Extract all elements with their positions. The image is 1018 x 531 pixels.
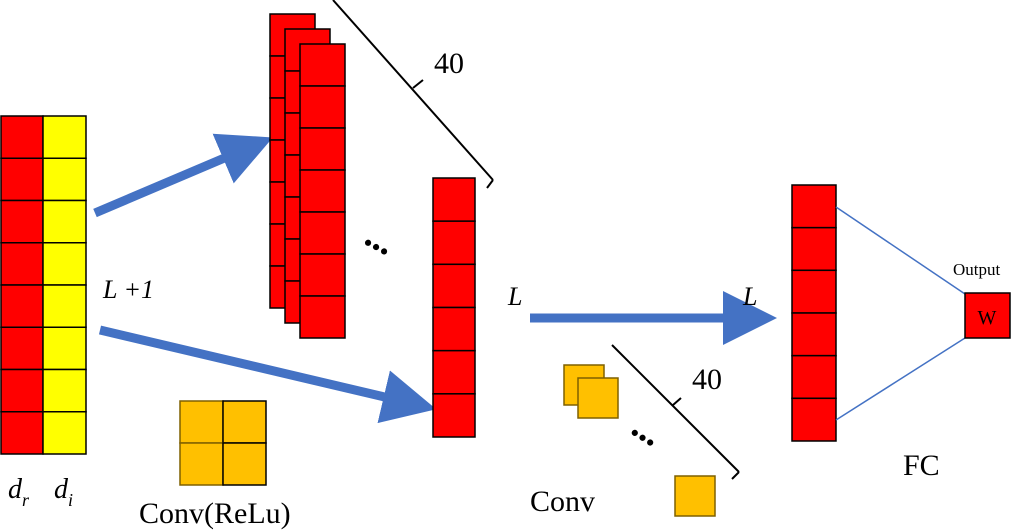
input-real-cell [0,411,44,455]
input-imag-cell [42,411,87,455]
fc-node-cell [791,397,837,442]
output-node [964,292,1011,339]
input-real-cell [0,242,44,286]
fc-node-cell [791,269,837,314]
conv1-output-cell [432,349,476,395]
arrow-input-to-conv1-stack [93,133,273,218]
conv2-kernels [563,364,716,517]
input-matrix [0,115,87,455]
fc-layer-column [791,184,837,442]
conv1-ellipsis: ••• [357,228,395,266]
output-value: W [978,307,997,329]
input-real-cell [0,326,44,371]
conv1-output-cell [432,393,476,438]
conv1-filter-count: 40 [434,47,464,80]
real-part-label: dr [8,474,30,510]
input-real-cell [0,157,44,202]
input-real-cell [0,115,44,159]
conv1-feature-cell [299,43,346,87]
conv2-filter-count: 40 [692,363,722,396]
conv1-filter-brace [332,0,494,189]
input-imag-cell [42,199,87,244]
fc-node-cell [791,312,837,357]
conv2-length-label: L [742,282,757,311]
conv1-feature-cell [299,211,346,255]
input-real-cell [0,368,44,413]
input-imag-cell [42,284,87,328]
imag-part-label: di [54,474,73,510]
fc-node-cell [791,354,837,400]
input-imag-cell [42,326,87,371]
input-real-cell [0,199,44,244]
conv1-output-cell [432,263,476,309]
conv-label: Conv [530,485,595,518]
conv1-length-label: L [507,282,522,311]
conv1-feature-cell [299,85,346,129]
input-imag-cell [42,242,87,286]
input-labels: dr di L +1 [8,275,154,510]
conv2-ellipsis: ••• [623,418,662,457]
conv1-output-cell [432,306,476,352]
conv1-output-cell [432,177,476,222]
conv1-feature-cell [299,253,346,297]
conv1-feature-cell [299,295,346,339]
flow-arrows [93,133,777,424]
conv1-output-column [432,177,476,438]
conv1-feature-stack [269,13,346,339]
conv2-filter-brace [611,344,740,480]
conv1-feature-cell [299,127,346,171]
fc-label: FC [903,449,940,482]
input-imag-cell [42,157,87,202]
input-imag-cell [42,368,87,413]
output-label: Output [953,260,1001,279]
arrow-input-to-conv1-output [98,325,437,424]
conv-relu-label: Conv(ReLu) [139,497,291,530]
fc-connections [835,206,966,421]
conv-relu-kernel [179,400,267,486]
input-imag-cell [42,115,87,159]
input-length-label: L +1 [102,275,154,304]
fc-node-cell [791,184,837,229]
conv1-feature-cell [299,169,346,213]
input-real-cell [0,284,44,328]
conv1-output-cell [432,220,476,266]
fc-node-cell [791,226,837,272]
